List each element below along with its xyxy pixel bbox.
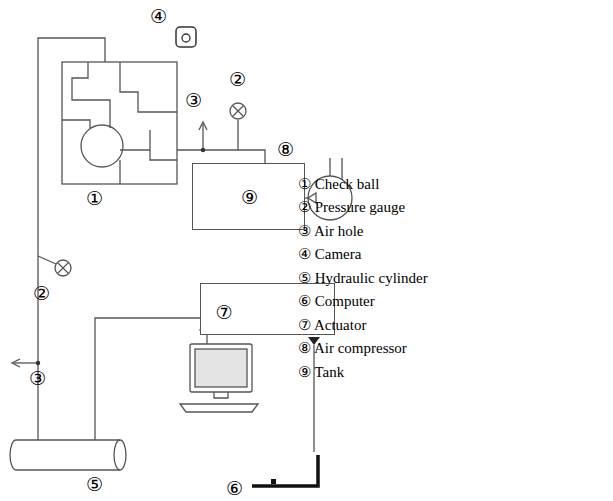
hydraulic-cylinder <box>10 440 126 470</box>
gauge-pipe <box>237 120 238 150</box>
legend-entry: ① Check ball <box>298 176 379 193</box>
air-hole <box>14 362 38 363</box>
gauge-cross <box>58 263 69 274</box>
legend-entry: ③ Air hole <box>298 223 364 240</box>
callout-number: ④ <box>150 6 167 27</box>
callout-number: ② <box>33 283 50 304</box>
signal-wire <box>206 335 207 344</box>
pressure-gauge <box>230 103 246 119</box>
callout-number: ⑨ <box>241 187 258 208</box>
callout-number: ⑥ <box>226 478 243 499</box>
signal-wire <box>313 345 314 452</box>
callout-number: ⑤ <box>86 474 103 495</box>
gauge-cross <box>233 106 244 117</box>
check-ball-housing <box>62 62 177 184</box>
check-ball <box>81 125 123 167</box>
junction-dot <box>36 361 40 365</box>
air-hole-arrow <box>12 359 20 367</box>
monitor-screen <box>195 349 247 387</box>
callout-number: ③ <box>29 368 46 389</box>
valve-passages <box>62 62 177 184</box>
legend-entry: ② Pressure gauge <box>298 199 405 216</box>
junction-dot <box>201 148 205 152</box>
compressor-intake <box>330 158 342 179</box>
air-hole-arrow <box>199 122 207 130</box>
computer-monitor <box>190 344 252 392</box>
callout-number: ② <box>229 69 246 90</box>
legend-entry: ⑧ Air compressor <box>298 340 407 357</box>
legend-entry: ④ Camera <box>298 246 361 263</box>
computer-keyboard <box>180 392 258 412</box>
gauge-pipe <box>38 256 56 264</box>
callout-number: ⑦ <box>215 302 232 323</box>
camera-icon <box>176 27 196 47</box>
callout-number: ① <box>86 188 103 209</box>
signal-cable <box>252 455 318 486</box>
sensor <box>271 479 276 484</box>
camera-lens <box>182 34 190 42</box>
air-hole <box>202 124 203 150</box>
cylinder-end <box>114 440 120 470</box>
pipe <box>177 150 265 163</box>
legend-entry: ⑤ Hydraulic cylinder <box>298 270 428 287</box>
pressure-gauge <box>55 260 71 276</box>
callout-number: ⑧ <box>277 139 294 160</box>
callout-number: ③ <box>185 90 202 111</box>
tank-box: ⑨ <box>192 163 305 230</box>
legend-entry: ⑥ Computer <box>298 293 375 310</box>
legend-entry: ⑨ Tank <box>298 364 344 381</box>
legend-entry: ⑦ Actuator <box>298 317 366 334</box>
pipe <box>95 318 200 440</box>
